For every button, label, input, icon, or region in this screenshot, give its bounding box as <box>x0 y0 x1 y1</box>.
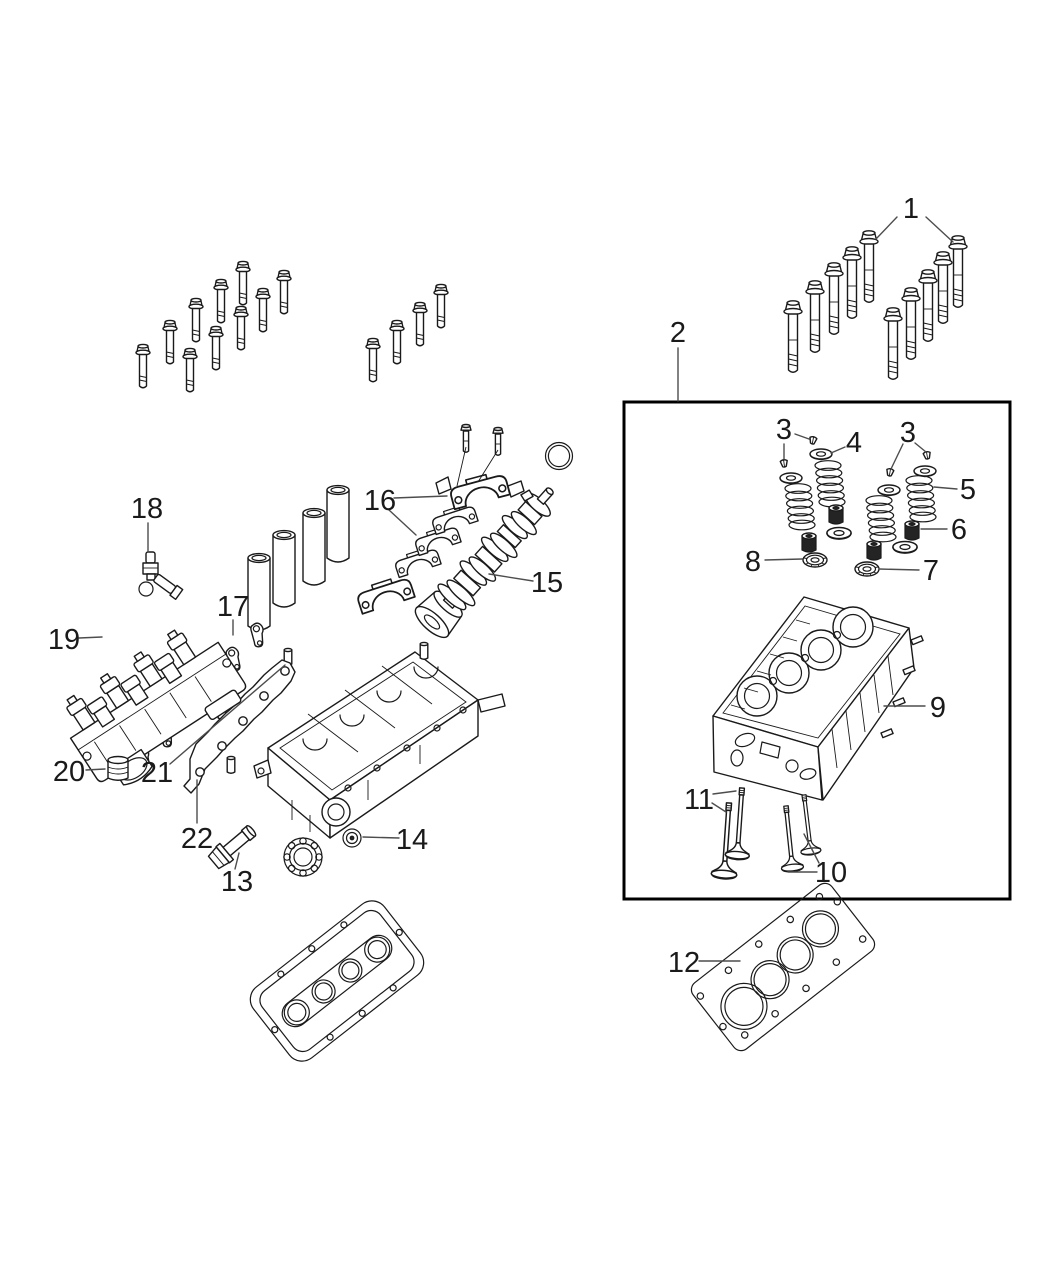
solenoid-towers <box>66 629 197 731</box>
callout-13: 13 <box>221 866 253 898</box>
callout-19: 19 <box>48 624 80 656</box>
callout-12: 12 <box>668 947 700 979</box>
callout-20: 20 <box>53 756 85 788</box>
callout-11: 11 <box>684 784 714 816</box>
callout-1: 1 <box>903 193 919 225</box>
camshaft-o-ring <box>544 441 574 471</box>
sealing-plug <box>342 828 362 848</box>
callout-5: 5 <box>960 474 976 506</box>
retaining-bolt <box>207 825 257 870</box>
callout-4: 4 <box>846 427 862 459</box>
valve-set <box>710 786 822 881</box>
callout-14: 14 <box>396 824 428 856</box>
bushing-cap <box>107 755 129 781</box>
tappet-sleeve-set <box>247 484 350 631</box>
camshaft-position-sensor <box>138 551 184 601</box>
head-gasket <box>690 882 876 1052</box>
callout-9: 9 <box>930 692 946 724</box>
callout-8: 8 <box>745 546 761 578</box>
callout-2: 2 <box>670 317 686 349</box>
callout-3a: 3 <box>776 414 792 446</box>
cylinder-head <box>712 596 924 801</box>
camshaft <box>414 487 554 639</box>
camshaft-bearing-cap-set <box>354 423 525 615</box>
cam-cap-bolt-set-mid <box>365 283 449 383</box>
leader-lines <box>78 216 958 962</box>
camshaft-seal-ring <box>283 837 323 877</box>
cylinder-head-bolt-set <box>783 230 968 380</box>
cam-carrier-housing <box>253 651 506 839</box>
callout-15: 15 <box>531 567 563 599</box>
strip-gasket <box>183 659 296 794</box>
cam-cap-bolt-set-left <box>135 260 292 393</box>
callout-17: 17 <box>217 591 249 623</box>
callout-18: 18 <box>131 493 163 525</box>
callout-10: 10 <box>815 857 847 889</box>
callout-labels: 1 2 3 4 3 5 6 7 8 9 10 11 12 13 14 15 16… <box>48 193 976 979</box>
callout-22: 22 <box>181 823 213 855</box>
cam-cover-gasket <box>249 900 425 1062</box>
callout-6: 6 <box>951 514 967 546</box>
callout-16: 16 <box>364 485 396 517</box>
thrust-cap-assembly <box>435 423 525 511</box>
callout-21: 21 <box>141 757 173 789</box>
callout-7: 7 <box>923 555 939 587</box>
callout-3b: 3 <box>900 417 916 449</box>
